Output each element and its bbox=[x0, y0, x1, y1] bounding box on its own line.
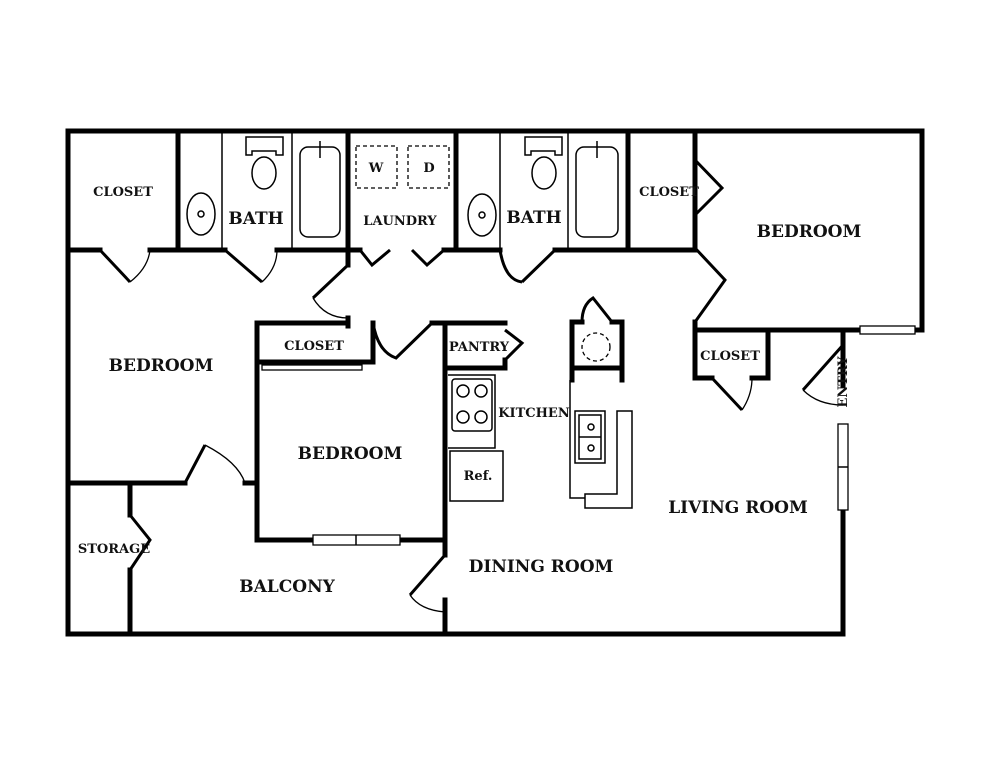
bathtub-icon bbox=[575, 146, 619, 238]
closet-bifold bbox=[261, 364, 363, 371]
toilet-icon bbox=[251, 156, 277, 190]
label-bedroom-right: BEDROOM bbox=[757, 222, 862, 242]
label-closet-top-right: CLOSET bbox=[639, 185, 699, 200]
toilet-tank-icon bbox=[245, 136, 284, 156]
label-closet-entry: CLOSET bbox=[700, 349, 760, 364]
doors[interactable] bbox=[98, 158, 845, 613]
fixtures bbox=[186, 131, 633, 509]
label-living-room: LIVING ROOM bbox=[668, 498, 808, 518]
kitchen-sink-icon bbox=[574, 410, 606, 464]
exterior-walls bbox=[65, 128, 925, 637]
sink-icon bbox=[186, 192, 216, 236]
counter-bar bbox=[584, 410, 633, 509]
label-dryer: D bbox=[423, 161, 434, 176]
label-refrigerator: Ref. bbox=[464, 469, 493, 484]
label-balcony: BALCONY bbox=[239, 577, 335, 597]
sink-icon bbox=[467, 193, 497, 237]
window bbox=[859, 325, 916, 335]
label-bath-right: BATH bbox=[506, 208, 561, 228]
label-kitchen: KITCHEN bbox=[498, 406, 570, 421]
label-laundry: LAUNDRY bbox=[363, 214, 437, 229]
bathtub-icon bbox=[299, 146, 341, 238]
label-entry: ENTRY bbox=[836, 356, 851, 408]
label-dining-room: DINING ROOM bbox=[469, 557, 614, 577]
label-bedroom-left: BEDROOM bbox=[109, 356, 214, 376]
label-storage: STORAGE bbox=[78, 542, 150, 557]
label-bath-left: BATH bbox=[228, 209, 283, 229]
label-pantry: PANTRY bbox=[449, 340, 510, 355]
stove-icon bbox=[451, 378, 493, 432]
label-bedroom-center: BEDROOM bbox=[298, 444, 403, 464]
label-closet-center: CLOSET bbox=[284, 339, 344, 354]
refrigerator bbox=[449, 450, 504, 502]
label-washer: W bbox=[368, 161, 384, 176]
interior-walls bbox=[65, 128, 771, 637]
label-closet-top-left: CLOSET bbox=[93, 185, 153, 200]
water-heater-icon bbox=[581, 332, 611, 362]
room-labels: CLOSET BATH W D LAUNDRY BATH CLOSET BEDR… bbox=[78, 161, 862, 597]
